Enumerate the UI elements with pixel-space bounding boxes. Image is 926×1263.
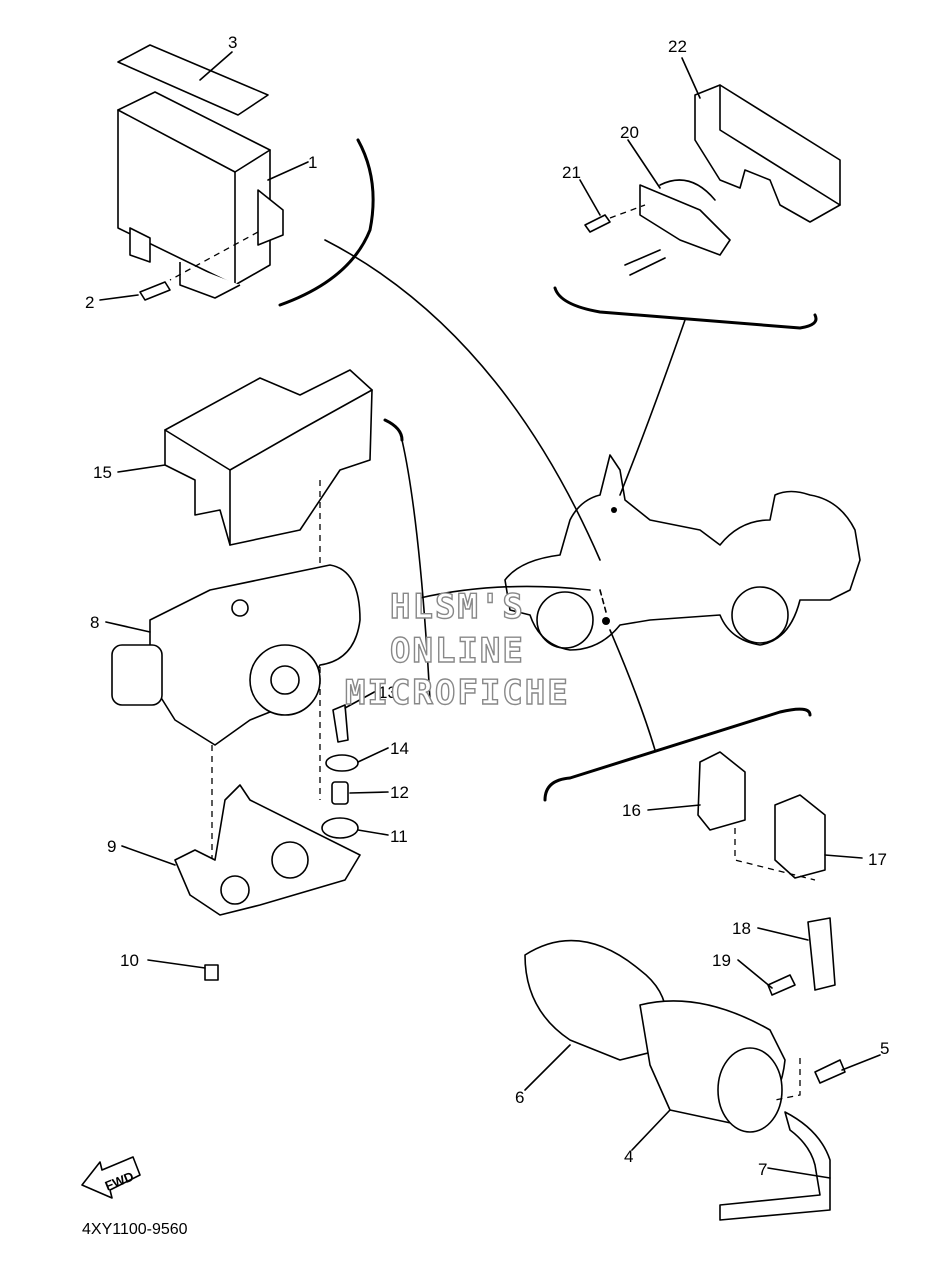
part-22-cover <box>694 84 841 223</box>
callout-11: 11 <box>390 827 408 846</box>
bracket-top-left <box>278 138 375 307</box>
part-8-hydraulic-unit <box>149 564 361 746</box>
callout-6: 6 <box>515 1088 524 1107</box>
part-16-relay <box>697 751 746 831</box>
callout-10: 10 <box>120 951 139 970</box>
callout-3: 3 <box>228 33 237 52</box>
callout-leaders <box>99 51 881 1179</box>
callout-22: 22 <box>668 37 687 56</box>
callout-19: 19 <box>712 951 731 970</box>
part-5-screw <box>814 1059 846 1084</box>
callout-labels: 3 1 2 22 20 21 15 8 13 14 12 11 9 10 16 … <box>85 33 889 1179</box>
part-17-relay <box>774 794 826 879</box>
part-3-pad <box>117 44 269 116</box>
part-10-bolt <box>204 964 219 981</box>
callout-20: 20 <box>620 123 639 142</box>
leader-abs <box>419 585 591 599</box>
watermark-line-2: ONLINE <box>390 631 525 671</box>
part-14-washer <box>325 754 359 772</box>
part-18-bracket <box>807 917 836 991</box>
forward-arrow-icon: FWD <box>81 1156 141 1199</box>
callout-1: 1 <box>308 153 317 172</box>
watermark-line-3: MICROFICHE <box>345 673 570 713</box>
bracket-assembly <box>174 784 361 981</box>
part-20-relay <box>639 184 731 256</box>
callout-21: 21 <box>562 163 581 182</box>
leader-bracket-mid <box>401 439 431 701</box>
callout-9: 9 <box>107 837 116 856</box>
callout-7: 7 <box>758 1160 767 1179</box>
part-2-screw <box>139 281 171 301</box>
callout-13: 13 <box>378 683 397 702</box>
part-1-ecu <box>117 91 271 286</box>
bracket-top-right <box>553 286 818 330</box>
hydraulic-unit <box>111 564 361 900</box>
part-12-collar <box>331 781 349 805</box>
callout-12: 12 <box>390 783 409 802</box>
ecu-assembly <box>117 44 284 301</box>
callout-15: 15 <box>93 463 112 482</box>
callout-18: 18 <box>732 919 751 938</box>
mounting-hardware <box>321 704 359 839</box>
bracket-mid-left <box>383 418 404 442</box>
part-11-grommet <box>321 817 359 839</box>
diagram-code: 4XY1100-9560 <box>82 1221 188 1238</box>
callout-14: 14 <box>390 739 409 758</box>
callout-5: 5 <box>880 1039 889 1058</box>
part-21-screw <box>584 214 611 233</box>
leader-ecu <box>324 239 601 561</box>
part-9-bracket <box>174 784 361 916</box>
leader-relay <box>619 319 686 496</box>
part-7-hose <box>719 1111 831 1221</box>
bracket-lower-right <box>543 707 812 802</box>
watermark: HLSM'S ONLINE MICROFICHE <box>344 586 570 713</box>
relay-assembly <box>584 84 841 276</box>
callout-16: 16 <box>622 801 641 820</box>
callout-8: 8 <box>90 613 99 632</box>
part-19-screw <box>767 974 796 996</box>
part-15-cover <box>164 369 373 546</box>
motorcycle-silhouette <box>504 454 861 651</box>
part-13-bolt <box>332 704 349 743</box>
callout-4: 4 <box>624 1147 633 1166</box>
group-brackets <box>278 138 818 802</box>
relay-bracket-assembly <box>697 751 836 996</box>
fuel-pump-assembly <box>524 939 846 1221</box>
watermark-line-1: HLSM'S <box>390 587 525 627</box>
leader-fuel <box>609 629 656 751</box>
callout-2: 2 <box>85 293 94 312</box>
callout-17: 17 <box>868 850 887 869</box>
